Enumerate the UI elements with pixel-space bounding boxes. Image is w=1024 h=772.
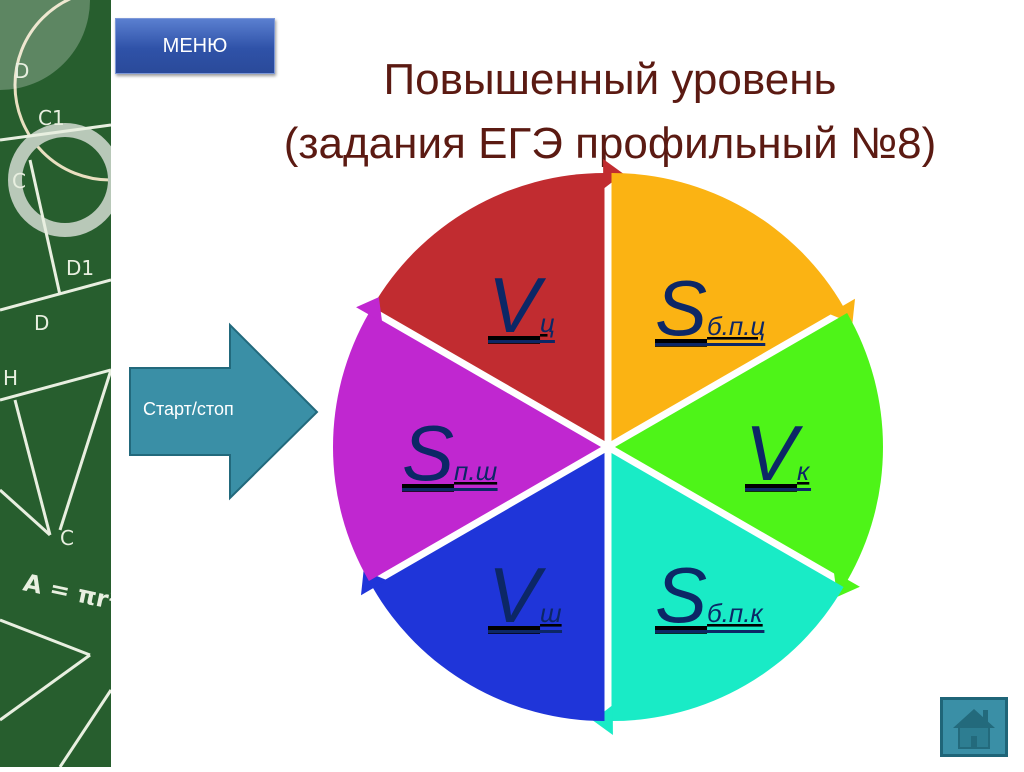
label-sub: п.ш [454, 456, 498, 486]
label-underline [745, 488, 812, 491]
label-sub: к [797, 456, 811, 486]
label-sub: б.п.ц [707, 311, 765, 341]
segment-label: Vц [488, 261, 555, 349]
start-stop-button[interactable] [129, 322, 319, 501]
menu-button-label: МЕНЮ [162, 34, 228, 57]
decorative-sidebar: D C1 C D1 D H C A = πr² [0, 0, 207, 768]
label-h: H [3, 366, 18, 390]
label-d2: D [34, 311, 49, 335]
label-c1: C1 [38, 106, 65, 130]
segment-label: Sб.п.ц [655, 264, 765, 352]
title-line-2: (задания ЕГЭ профильный №8) [283, 119, 937, 168]
segment-arrowhead [356, 297, 383, 323]
segment-s-cylinder-lateral[interactable] [611, 172, 844, 441]
segment-label: Vш [488, 551, 562, 639]
label-main: S [655, 551, 707, 639]
home-icon [953, 709, 995, 749]
label-sub: ц [540, 308, 555, 338]
label-d1: D1 [66, 256, 94, 280]
label-sub: ш [540, 598, 562, 628]
home-button[interactable] [940, 697, 1008, 757]
label-underline [402, 488, 498, 491]
label-underline [488, 630, 563, 633]
segment-s-sphere[interactable] [333, 313, 601, 581]
label-underline [655, 630, 765, 633]
segment-s-cone-lateral[interactable] [611, 453, 844, 722]
label-underline [488, 340, 555, 343]
title-line-1: Повышенный уровень [383, 55, 837, 104]
segment-label: Sп.ш [402, 409, 498, 497]
menu-button[interactable]: МЕНЮ [115, 18, 275, 74]
segment-v-sphere[interactable] [372, 453, 605, 722]
label-d: D [14, 59, 29, 83]
start-stop-label: Старт/стоп [143, 399, 234, 419]
label-sub: б.п.к [707, 598, 764, 628]
segment-v-cone[interactable] [615, 313, 883, 581]
label-main: S [655, 264, 707, 352]
label-main: V [488, 551, 547, 639]
label-underline [655, 343, 766, 346]
label-c: C [12, 169, 26, 193]
page-title: Повышенный уровень (задания ЕГЭ профильн… [150, 48, 1024, 176]
label-main: S [402, 409, 454, 497]
segment-v-cylinder[interactable] [372, 172, 605, 441]
label-main: V [488, 261, 547, 349]
label-main: V [745, 409, 804, 497]
segment-label: Vк [745, 409, 811, 497]
segment-label: Sб.п.к [655, 551, 764, 639]
label-c2: C [60, 526, 74, 550]
